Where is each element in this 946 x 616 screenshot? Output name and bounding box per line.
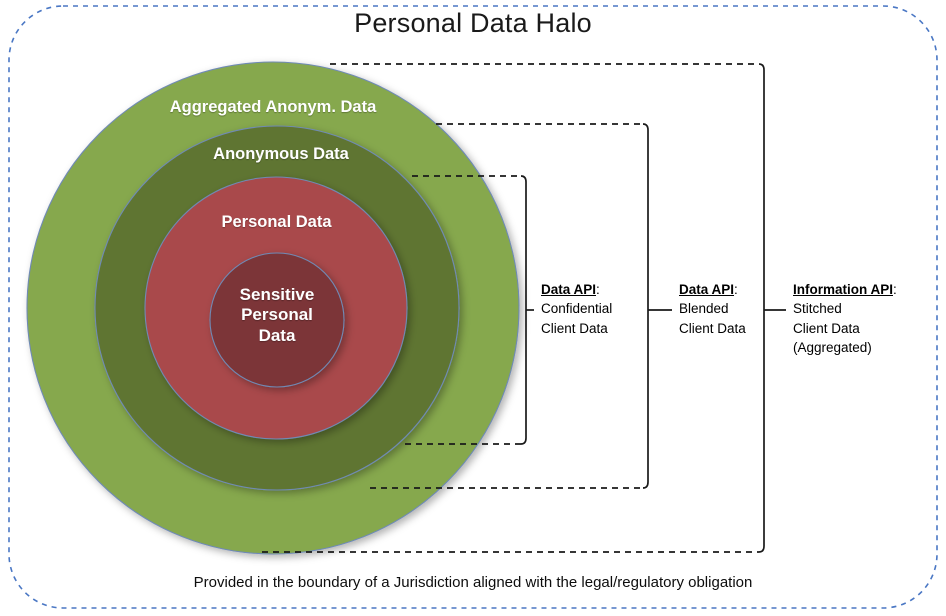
ring-label-personal-data: Personal Data <box>221 213 332 231</box>
annotation-line: Client Data <box>793 320 860 336</box>
leader-lines <box>262 63 786 553</box>
annotation-line: Stitched <box>793 301 842 317</box>
annotation-heading: Information API <box>793 282 893 297</box>
annotation-heading-row: Data API: <box>541 280 645 299</box>
ring-sensitive-personal-data <box>209 252 345 388</box>
ring-label-aggregated-anonym-data: Aggregated Anonym. Data <box>169 98 377 116</box>
annotation-heading: Data API <box>541 282 597 297</box>
annotation-heading-row: Data API: <box>679 280 779 299</box>
ring-label-anonymous-data: Anonymous Data <box>213 145 349 163</box>
annotation-line: Client Data <box>541 320 608 336</box>
ring-label-sensitive-personal-data: Sensitive Personal Data <box>212 285 342 346</box>
ring-label-line: Personal <box>241 305 313 325</box>
ring-label-line: Sensitive <box>239 285 315 304</box>
annotation-line: (Aggregated) <box>793 339 872 355</box>
annotation-information-api-stitched: Information API: Stitched Client Data (A… <box>793 280 925 357</box>
annotation-heading-suffix: : <box>893 282 897 297</box>
brace-blended <box>642 123 649 489</box>
annotation-heading: Data API <box>679 282 735 297</box>
annotation-line: Blended <box>679 301 729 317</box>
annotation-data-api-blended: Data API: Blended Client Data <box>679 280 779 338</box>
concentric-rings <box>26 61 520 555</box>
jurisdiction-boundary <box>8 5 938 609</box>
annotation-heading-row: Information API: <box>793 280 925 299</box>
annotation-line: Client Data <box>679 320 746 336</box>
annotation-data-api-confidential: Data API: Confidential Client Data <box>541 280 645 338</box>
annotation-line: Confidential <box>541 301 613 317</box>
annotation-heading-suffix: : <box>734 282 738 297</box>
jurisdiction-caption: Provided in the boundary of a Jurisdicti… <box>193 574 753 591</box>
annotation-heading-suffix: : <box>596 282 600 297</box>
page-title: Personal Data Halo <box>354 8 592 38</box>
ring-label-line: Data <box>258 325 296 345</box>
brace-stitched <box>758 63 765 553</box>
